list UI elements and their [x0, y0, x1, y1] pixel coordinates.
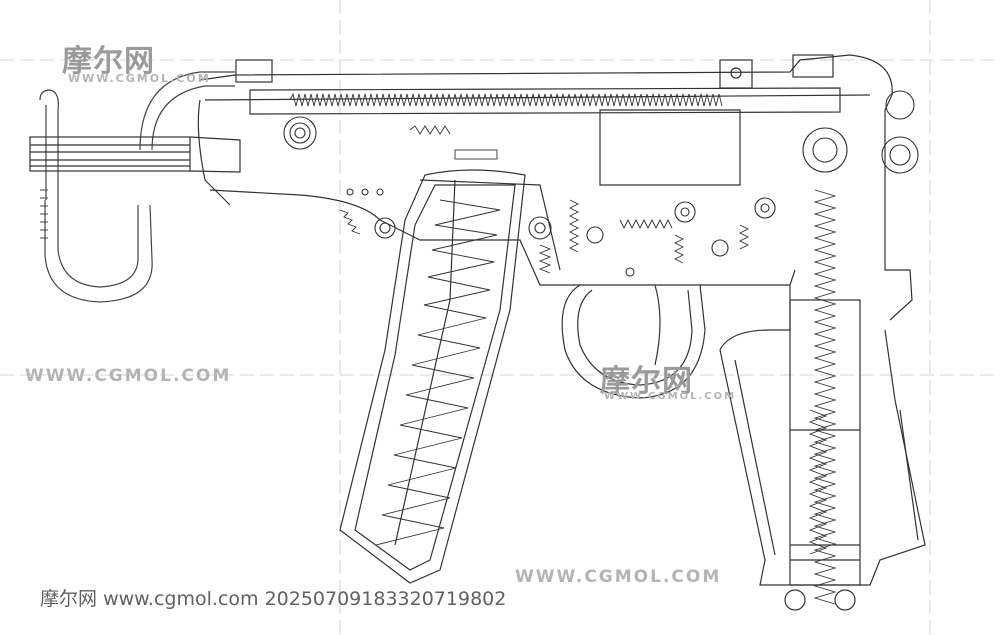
watermark-logo-center: 摩尔网	[600, 364, 693, 399]
magazine-spring	[375, 199, 501, 546]
folding-stock	[39, 71, 235, 303]
footer-url: www.cgmol.com	[103, 588, 259, 610]
grip-spring	[813, 189, 837, 605]
trigger-guard	[561, 284, 706, 399]
watermark-url-bottom: WWW.CGMOL.COM	[515, 567, 722, 587]
footer-id: 20250709183320719802	[264, 588, 507, 610]
watermark-logo: 摩尔网	[62, 44, 155, 79]
watermark-url-center: WWW.CGMOL.COM	[604, 391, 737, 402]
barrel	[29, 136, 241, 173]
mechanism-pins	[283, 90, 919, 277]
receiver	[197, 54, 913, 321]
footer-brand: 摩尔网	[40, 588, 98, 610]
pistol-grip	[719, 285, 926, 611]
watermark-url-left: WWW.CGMOL.COM	[25, 366, 232, 386]
lower-spring	[808, 409, 828, 555]
internal-springs	[339, 125, 750, 274]
magazine	[339, 169, 526, 584]
footer-caption: 摩尔网 www.cgmol.com 20250709183320719802	[40, 584, 506, 611]
recoil-spring	[289, 92, 723, 107]
watermark-logo-url: WWW.CGMOL.COM	[68, 72, 211, 85]
